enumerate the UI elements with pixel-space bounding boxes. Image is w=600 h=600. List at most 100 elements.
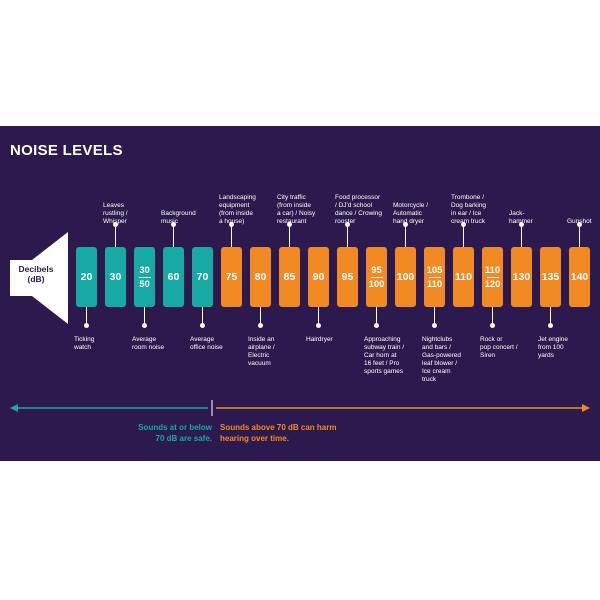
level-bar: 100 xyxy=(395,247,416,307)
connector-line xyxy=(579,226,580,247)
axis-label-line: Decibels xyxy=(18,264,54,274)
fraction-divider xyxy=(486,276,499,278)
connector-dot xyxy=(548,323,553,328)
connector-dot xyxy=(490,323,495,328)
level-value-low: 105 xyxy=(426,264,443,276)
level-value-low: 110 xyxy=(484,264,501,276)
connector-line xyxy=(376,307,377,326)
level-value-low: 30 xyxy=(139,264,150,276)
level-description: Ticking watch xyxy=(74,336,95,351)
level-bar: 95 xyxy=(337,247,358,307)
level-value-low: 95 xyxy=(371,264,382,276)
level-value: 110 xyxy=(455,271,472,283)
level-bar: 110 xyxy=(453,247,474,307)
level-description: Rock or pop concert / Siren xyxy=(480,336,518,359)
level-description: Average office noise xyxy=(190,336,223,351)
level-description: Landscaping equipment (from inside a hou… xyxy=(219,194,256,225)
level-description: Approaching subway train / Car horn at 1… xyxy=(364,336,405,375)
level-bar: 85 xyxy=(279,247,300,307)
level-value-high: 50 xyxy=(139,278,150,290)
connector-line xyxy=(260,307,261,326)
connector-dot xyxy=(287,222,292,227)
level-value: 75 xyxy=(225,271,238,283)
connector-dot xyxy=(461,222,466,227)
connector-line xyxy=(492,307,493,326)
connector-line xyxy=(521,226,522,247)
level-description: Nightclubs and bars / Gas-powered leaf b… xyxy=(422,336,462,383)
fraction-divider xyxy=(428,276,441,278)
level-value: 30 xyxy=(109,271,122,283)
level-value: 140 xyxy=(570,271,589,283)
fraction-divider xyxy=(138,276,151,278)
connector-dot xyxy=(258,323,263,328)
connector-line xyxy=(86,307,87,326)
level-bar: 90 xyxy=(308,247,329,307)
connector-line xyxy=(173,226,174,247)
level-bar: 80 xyxy=(250,247,271,307)
level-bar: 20 xyxy=(76,247,97,307)
connector-dot xyxy=(577,222,582,227)
connector-dot xyxy=(171,222,176,227)
level-value-high: 100 xyxy=(368,278,385,290)
level-value: 135 xyxy=(541,271,560,283)
zone-arrows xyxy=(10,400,590,416)
connector-line xyxy=(115,226,116,247)
level-bar: 30 xyxy=(105,247,126,307)
connector-dot xyxy=(345,222,350,227)
level-value-high: 120 xyxy=(484,278,501,290)
connector-dot xyxy=(142,323,147,328)
level-description: Inside an airplane / Electric vacuum xyxy=(248,336,275,367)
page-title: NOISE LEVELS xyxy=(10,142,123,159)
connector-line xyxy=(463,226,464,247)
level-bar: 60 xyxy=(163,247,184,307)
level-bar: 130 xyxy=(511,247,532,307)
connector-dot xyxy=(519,222,524,227)
level-description: Background music xyxy=(161,210,196,225)
connector-dot xyxy=(84,323,89,328)
harm-arrow-head xyxy=(582,404,590,412)
level-value: 60 xyxy=(167,271,180,283)
safe-arrow-head xyxy=(10,404,18,412)
level-description: Trombone / Dog barking in ear / Ice crea… xyxy=(451,194,487,225)
level-value: 80 xyxy=(254,271,267,283)
axis-label-unit: (dB) xyxy=(27,274,45,284)
connector-line xyxy=(434,307,435,326)
connector-line xyxy=(347,226,348,247)
connector-line xyxy=(231,226,232,247)
level-description: Hairdryer xyxy=(306,336,333,343)
decibels-axis-label: Decibels (dB) xyxy=(13,264,59,284)
connector-dot xyxy=(432,323,437,328)
connector-line xyxy=(289,226,290,247)
speaker-icon xyxy=(10,232,68,324)
level-bar: 140 xyxy=(569,247,590,307)
level-description: Gunshot xyxy=(567,218,592,225)
connector-dot xyxy=(229,222,234,227)
level-description: Motorcycle / Automatic hand dryer xyxy=(393,202,429,225)
level-value: 100 xyxy=(396,271,415,283)
level-description: Food processor / DJ'd school dance / Cro… xyxy=(335,194,382,225)
connector-dot xyxy=(316,323,321,328)
level-description: Jet engine from 100 yards xyxy=(538,336,568,359)
level-value: 95 xyxy=(341,271,354,283)
safe-note: Sounds at or below 70 dB are safe. xyxy=(138,423,212,443)
level-description: Leaves rustling / Whisper xyxy=(103,202,128,225)
connector-line xyxy=(405,226,406,247)
level-value: 20 xyxy=(80,271,93,283)
harm-note: Sounds above 70 dB can harm hearing over… xyxy=(220,423,337,443)
connector-line xyxy=(202,307,203,326)
level-value: 90 xyxy=(312,271,325,283)
connector-dot xyxy=(374,323,379,328)
level-description: City traffic (from inside a car) / Noisy… xyxy=(277,194,316,225)
level-bar: 135 xyxy=(540,247,561,307)
level-value-high: 110 xyxy=(426,278,443,290)
level-value: 85 xyxy=(283,271,296,283)
level-description: Average room noise xyxy=(132,336,165,351)
level-bar: 70 xyxy=(192,247,213,307)
connector-line xyxy=(550,307,551,326)
level-bar: 75 xyxy=(221,247,242,307)
